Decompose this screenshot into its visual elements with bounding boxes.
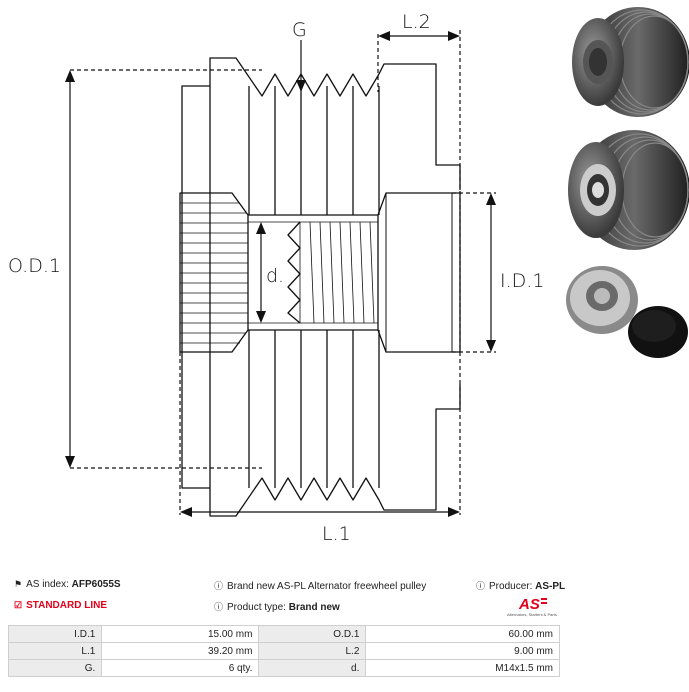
thread-label: d. [266, 265, 284, 287]
groove-label: G [292, 19, 307, 41]
rib-lines [248, 86, 380, 488]
spec-value: 6 qty. [101, 659, 260, 677]
product-type-value: Brand new [288, 602, 340, 613]
as-index: ⚑AS index: AFP6055S [14, 579, 121, 590]
spec-value: 9.00 mm [365, 642, 560, 660]
standard-line: ☑STANDARD LINE [14, 600, 108, 611]
as-index-value: AFP6055S [71, 579, 121, 590]
producer-value: AS-PL [535, 581, 566, 592]
table-row: I.D.1 15.00 mm O.D.1 60.00 mm [7, 625, 560, 643]
spec-key: d. [258, 659, 367, 677]
as-pl-logo: AS Alternators, Starters & Parts [507, 596, 557, 617]
spec-value: M14x1.5 mm [365, 659, 560, 677]
bore [248, 214, 379, 331]
inner-diameter-label: I.D.1 [500, 270, 544, 292]
info-icon: ⓘ [214, 602, 224, 612]
length1-label: L.1 [322, 523, 351, 545]
svg-text:Alternators, Starters & Parts: Alternators, Starters & Parts [507, 612, 557, 617]
spec-value: 60.00 mm [365, 625, 560, 643]
hub-flange [181, 85, 211, 489]
spline-hub [179, 192, 249, 353]
technical-drawing: G L.2 O.D.1 I.D.1 d. L.1 [8, 11, 544, 545]
thread-profile [287, 221, 301, 324]
pulley-photo-with-cap [566, 266, 688, 358]
info-icon: ⓘ [214, 581, 224, 591]
info-icon: ⓘ [476, 581, 486, 591]
spec-key: O.D.1 [258, 625, 367, 643]
bearing-housing [377, 192, 461, 353]
spec-key: L.2 [258, 642, 367, 660]
specs-table: I.D.1 15.00 mm O.D.1 60.00 mm L.1 39.20 … [7, 625, 560, 677]
table-row: G. 6 qty. d. M14x1.5 mm [7, 659, 560, 677]
spec-value: 15.00 mm [101, 625, 260, 643]
checkbox-icon: ☑ [14, 600, 23, 610]
thread-lines [299, 221, 375, 324]
tag-icon: ⚑ [14, 579, 23, 589]
pulley-photo-side-view [568, 130, 689, 250]
spec-key: I.D.1 [7, 625, 103, 643]
pulley-body-top [209, 57, 461, 190]
spline-lines [180, 202, 248, 344]
spec-value: 39.20 mm [101, 642, 260, 660]
pulley-photo-front-view [572, 7, 689, 117]
outer-diameter-label: O.D.1 [8, 255, 61, 277]
spec-key: L.1 [7, 642, 103, 660]
pulley-body-bottom [209, 384, 461, 517]
table-row: L.1 39.20 mm L.2 9.00 mm [7, 642, 560, 660]
svg-text:AS: AS [518, 596, 540, 613]
spec-key: G. [7, 659, 103, 677]
length2-label: L.2 [402, 11, 431, 33]
product-photos [566, 7, 689, 358]
